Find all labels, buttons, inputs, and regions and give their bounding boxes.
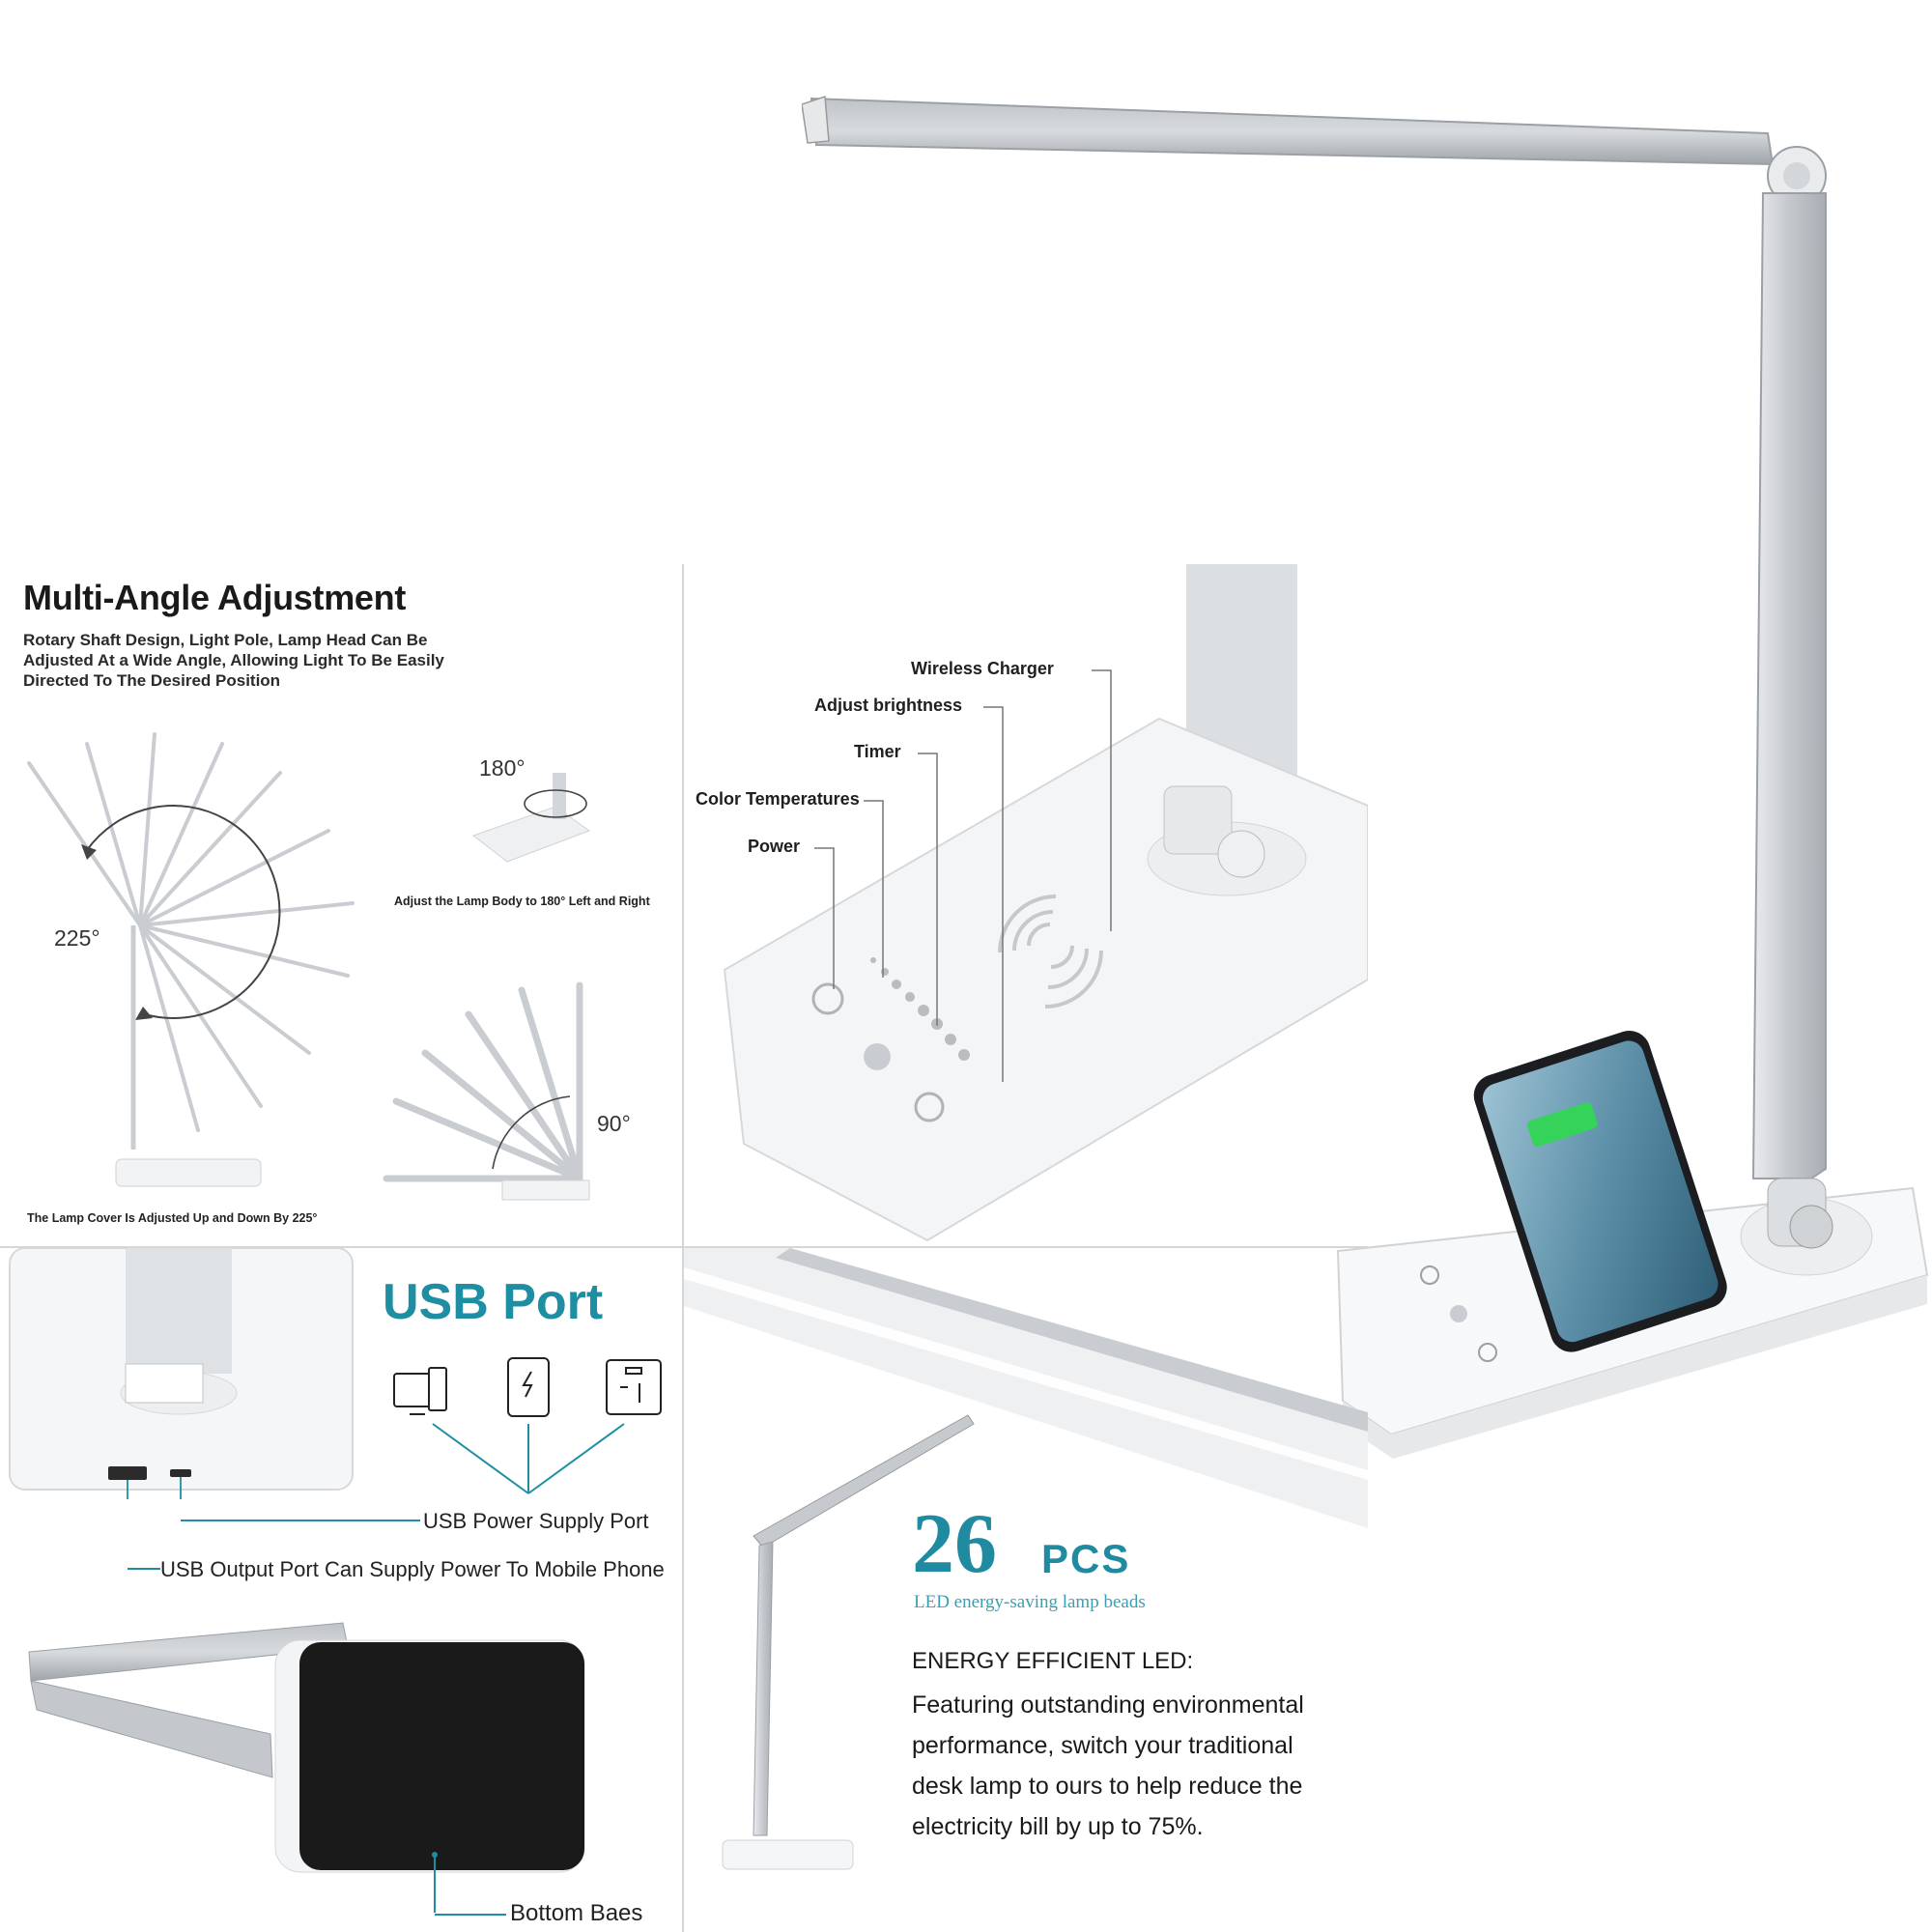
led-description: Featuring outstanding environmental perf…	[912, 1691, 1304, 1840]
callout-color-temperatures: Color Temperatures	[696, 789, 860, 809]
angle-90-label: 90°	[597, 1111, 631, 1136]
usb-port-title: USB Port	[383, 1274, 604, 1330]
bottom-base-label: Bottom Baes	[510, 1900, 643, 1926]
usb-output-port-label: USB Output Port Can Supply Power To Mobi…	[160, 1557, 665, 1581]
callout-power: Power	[748, 837, 801, 856]
multi-angle-title: Multi-Angle Adjustment	[23, 578, 407, 617]
tilt-90-illustration	[383, 981, 590, 1201]
callout-wireless-charger: Wireless Charger	[911, 659, 1054, 678]
usb-output-line	[128, 1568, 160, 1570]
callout-timer: Timer	[854, 742, 901, 761]
power-bank-icon	[507, 1357, 550, 1417]
divider-horizontal	[0, 1246, 1368, 1248]
led-heading: ENERGY EFFICIENT LED:	[912, 1648, 1194, 1674]
callout-adjust-brightness: Adjust brightness	[814, 696, 963, 715]
led-subtitle: LED energy-saving lamp beads	[914, 1592, 1146, 1612]
computer-icon	[393, 1367, 447, 1415]
usb-power-line	[181, 1520, 420, 1521]
led-count: 26	[912, 1497, 997, 1591]
rotate-180-caption: Adjust the Lamp Body to 180° Left and Ri…	[394, 895, 650, 908]
fan-225-illustration	[27, 732, 355, 1187]
led-unit: PCS	[1041, 1536, 1131, 1581]
rotate-180-illustration	[471, 773, 591, 863]
divider-vertical	[682, 564, 684, 1932]
angle-180-label: 180°	[479, 755, 526, 781]
hero-lamp-illustration	[802, 95, 1929, 1459]
wall-socket-icon	[606, 1359, 662, 1415]
led-strip-illustration	[684, 1248, 1368, 1528]
usb-devices-diagram	[393, 1357, 662, 1494]
small-lamp-illustration	[722, 1414, 975, 1870]
bottom-base-illustration	[28, 1622, 585, 1913]
usb-base-illustration	[9, 1248, 354, 1499]
bottom-base-line	[435, 1914, 506, 1916]
control-panel-illustration	[723, 564, 1368, 1242]
angle-225-label: 225°	[54, 925, 100, 951]
multi-angle-description: Rotary Shaft Design, Light Pole, Lamp He…	[23, 631, 444, 690]
tilt-225-caption: The Lamp Cover Is Adjusted Up and Down B…	[27, 1211, 318, 1225]
usb-power-supply-port-label: USB Power Supply Port	[423, 1509, 649, 1533]
